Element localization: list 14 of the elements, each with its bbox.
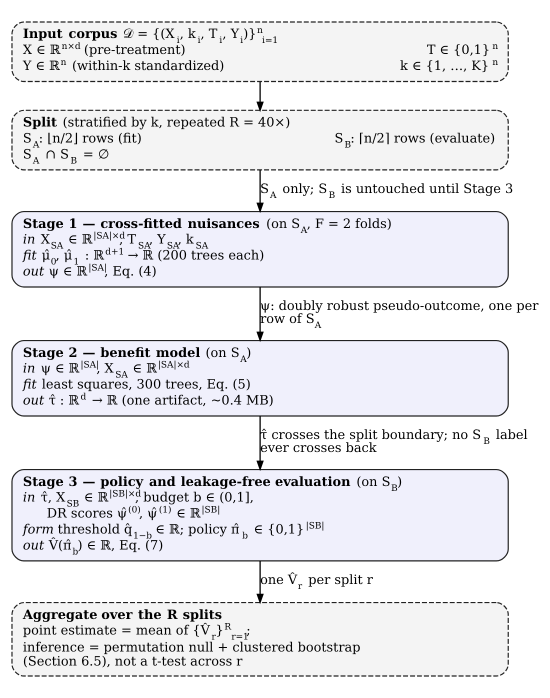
node-box: Aggregate over the R splits point estimate = mean of {V̂$_{r}$}$^{R}$$_{r=1}$; inference = permutation null + clustered bootstrap (Section 6.5), not a t-test across r [11, 602, 509, 677]
node-box: Stage 1 — cross-fitted nuisances (on S$_{A}$, F = 2 folds) in X$_{SA}$ ∈ ℝ$^{|SA|×d}$, T$_{SA}$, Y$_{SA}$, k$_{SA}$ fit μ̂$_{0}$, μ̂$_{1}$ : ℝ$^{d+1}$ → ℝ (200 trees each) out ψ ∈ ℝ$^{|SA|}$, Eq. (4) [11, 210, 509, 288]
edge-label: S$_{A}$ only; S$_{B}$ is untouched until Stage 3 [260, 182, 514, 202]
edge-label: ψ: doubly robust pseudo-outcome, one per row of S$_{A}$ [260, 299, 538, 332]
arrow [256, 170, 264, 214]
arrow [256, 416, 264, 472]
node-box: Stage 3 — policy and leakage-free evaluation (on S$_{B}$) in τ̂, X$_{SB}$ ∈ ℝ$^{|SB|×d}$, budget b ∈ (0,1], DR scores ψ̂$^{(0)}$, ψ̂$^{(1)}$ ∈ ℝ$^{|SB|}$ form threshold q̂$_{1−b}$ ∈ ℝ; policy π̂$_{b}$ ∈ {0,1}$^{|SB|}$ out V̂(π̂$_{b}$) ∈ ℝ, Eq. (7) [11, 469, 509, 562]
arrow [256, 82, 264, 112]
arrow [256, 287, 264, 342]
node-box: Stage 2 — benefit model (on S$_{A}$) in ψ ∈ ℝ$^{|SA|}$, X$_{SA}$ ∈ ℝ$^{|SA|×d}$ fit least squares, 300 trees, Eq. (5) out τ̂ : ℝ$^{d}$ → ℝ (one artifact, ∼0.4 MB) [11, 340, 509, 417]
arrow [256, 561, 264, 604]
edge-label: τ̂ crosses the split boundary; no S$_{B}$ label ever crosses back [260, 428, 528, 456]
node-box: Split (stratified by k, repeated R = 40×) S$_{A}$: ⌊n/2⌋ rows (fit) S$_{B}$: ⌈n/2⌉ rows (evaluate) S$_{A}$ ∩ S$_{B}$ = ∅ [11, 110, 509, 170]
edge-label: one V̂$_{r}$ per split r [260, 573, 373, 592]
